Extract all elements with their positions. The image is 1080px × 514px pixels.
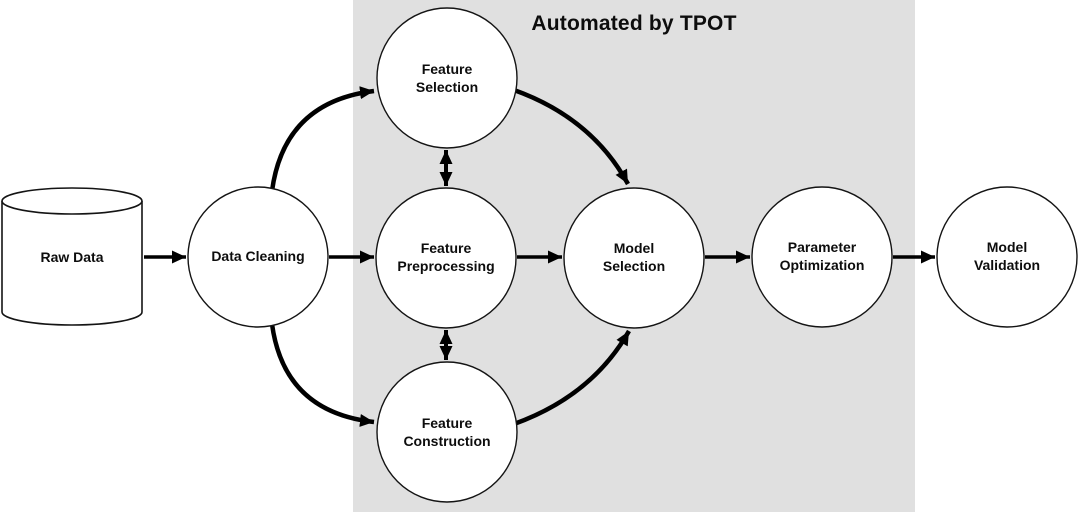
node-raw-data-cylinder (1, 187, 143, 326)
node-label-feature-selection: Feature Selection (415, 61, 479, 95)
node-label-model-validation: Model Validation (973, 239, 1041, 273)
node-label-raw-data: Raw Data (40, 249, 104, 266)
node-label-model-selection: Model Selection (602, 240, 666, 274)
node-label-feature-construction: Feature Construction (403, 415, 491, 449)
node-model-validation (936, 186, 1078, 328)
node-data-cleaning (187, 186, 329, 328)
node-feature-construction (376, 361, 518, 503)
edge-feature-construction-to-model-selection (513, 329, 631, 427)
node-feature-preprocessing (375, 187, 517, 329)
edge-feature-selection-to-model-selection (513, 87, 630, 186)
automated-region-title: Automated by TPOT (531, 12, 737, 35)
node-label-feature-preprocessing: Feature Preprocessing (397, 240, 495, 274)
node-feature-selection (376, 7, 518, 149)
edge-data-cleaning-to-feature-construction (269, 323, 375, 427)
node-label-parameter-optimization: Parameter Optimization (779, 239, 865, 273)
node-model-selection (563, 187, 705, 329)
node-parameter-optimization (751, 186, 893, 328)
node-label-data-cleaning: Data Cleaning (211, 248, 305, 265)
edge-data-cleaning-to-feature-selection (269, 86, 375, 192)
